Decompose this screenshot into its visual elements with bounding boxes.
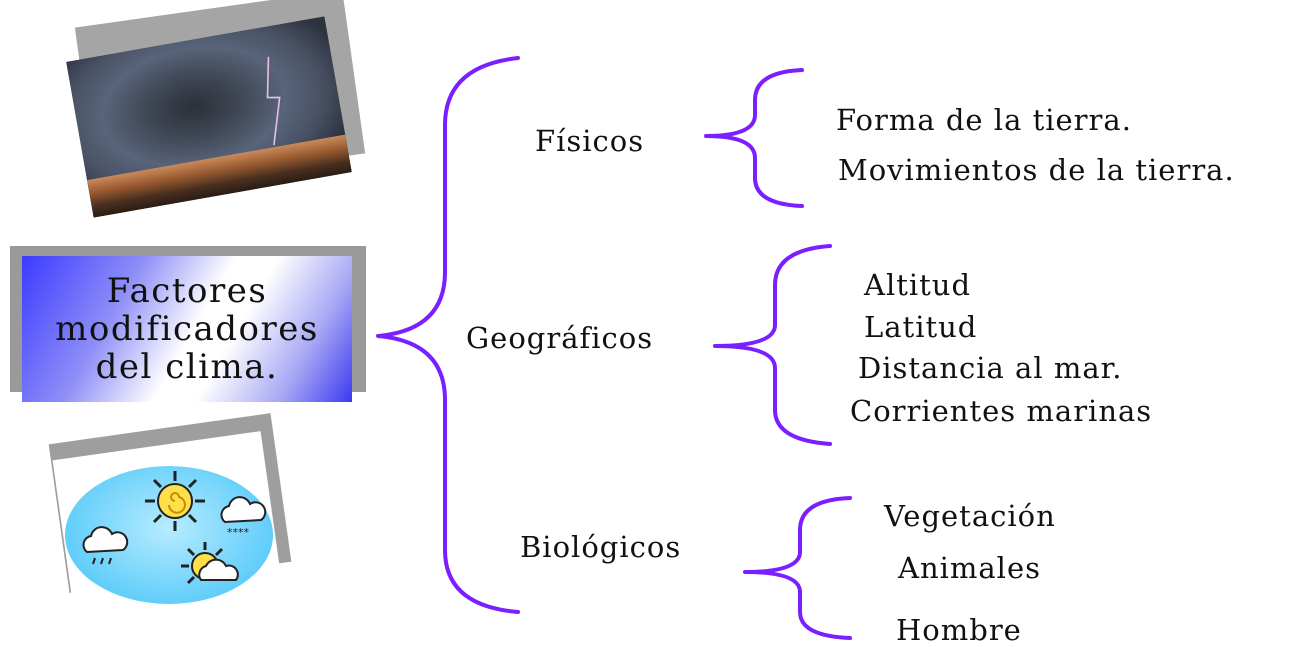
item-latitud: Latitud: [864, 310, 977, 344]
category-biologicos: Biológicos: [520, 530, 681, 564]
item-vegetacion: Vegetación: [884, 499, 1056, 533]
item-corrientes-marinas: Corrientes marinas: [850, 394, 1152, 428]
item-hombre: Hombre: [896, 613, 1022, 647]
geograficos-brace: [715, 246, 830, 444]
item-forma-tierra: Forma de la tierra.: [836, 103, 1132, 137]
item-movimientos-tierra: Movimientos de la tierra.: [838, 153, 1235, 187]
item-distancia-mar: Distancia al mar.: [858, 351, 1123, 385]
biologicos-brace: [745, 498, 850, 638]
item-altitud: Altitud: [864, 268, 971, 302]
item-animales: Animales: [898, 551, 1041, 585]
category-fisicos: Físicos: [535, 124, 644, 158]
category-geograficos: Geográficos: [466, 321, 653, 355]
fisicos-brace: [706, 70, 802, 206]
